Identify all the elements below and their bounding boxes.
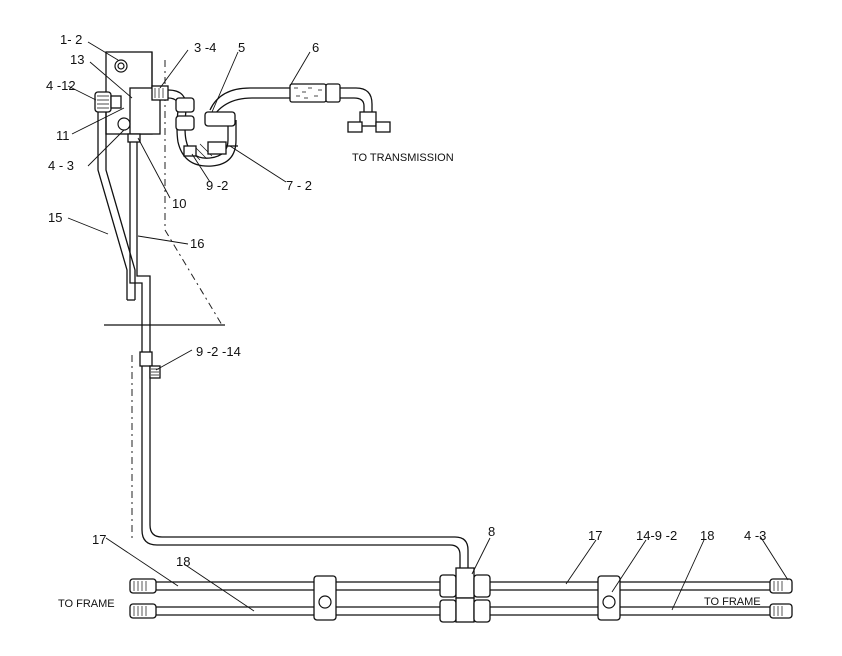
main-supply-line [139,351,469,572]
callout-15: 15 [48,210,62,225]
note-to-transmission: TO TRANSMISSION [352,152,454,164]
leader-lines [67,41,789,612]
tube-16 [129,142,151,355]
callout-18-left: 18 [176,554,190,569]
callout-9-2-14: 9 -2 -14 [196,344,241,359]
left-elbow-fitting [94,91,122,113]
callout-7-2: 7 - 2 [286,178,312,193]
clamp-left [313,575,337,621]
callout-17-right: 17 [588,528,602,543]
callout-16: 16 [190,236,204,251]
callout-3-4: 3 -4 [194,40,216,55]
callout-11: 11 [56,128,70,143]
callout-labels: 1- 2 13 4 -12 11 4 - 3 3 -4 5 6 10 9 -2 … [46,32,766,569]
callout-8: 8 [488,524,495,539]
destination-notes: TO TRANSMISSION TO FRAME TO FRAME [58,152,761,610]
callout-6: 6 [312,40,319,55]
callout-13: 13 [70,52,84,67]
right-end-fittings [769,578,793,619]
tube-18 [156,606,770,616]
callout-5: 5 [238,40,245,55]
reference-lines [104,60,225,540]
callout-1-2: 1- 2 [60,32,82,47]
callout-10: 10 [172,196,186,211]
tube-15 [97,112,136,301]
note-to-frame-right: TO FRAME [704,596,761,608]
callout-17-left: 17 [92,532,106,547]
note-to-frame-left: TO FRAME [58,598,115,610]
left-end-fittings [129,578,157,619]
clamp-right [597,575,621,621]
tube-17 [156,581,770,591]
callout-4-3-lower: 4 -3 [744,528,766,543]
callout-4-12: 4 -12 [46,78,76,93]
upper-hose-assembly [151,83,391,167]
callout-4-3-upper: 4 - 3 [48,158,74,173]
callout-9-2: 9 -2 [206,178,228,193]
callout-18-right: 18 [700,528,714,543]
callout-14-9-2: 14-9 -2 [636,528,677,543]
tee-fittings [439,567,491,623]
